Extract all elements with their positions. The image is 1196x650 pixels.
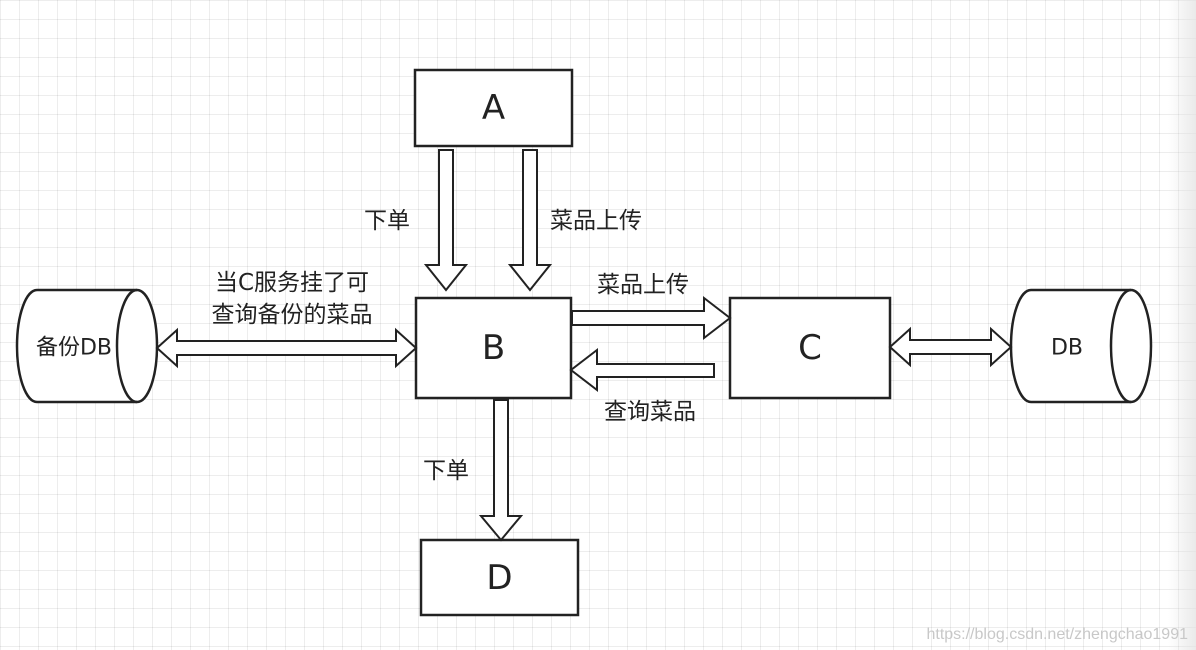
node-d-label: D (486, 558, 512, 598)
arrow-b-to-d-order (478, 399, 524, 542)
arrow-c-db-bidirectional (888, 326, 1013, 368)
backup-db-end-curve (115, 288, 138, 404)
db-label: DB (1051, 336, 1083, 361)
arrow-a-to-b-upload (507, 149, 553, 292)
edge-label-backup-line2: 查询备份的菜品 (212, 302, 373, 328)
arrow-a-to-b-order (423, 149, 469, 292)
edge-label-backup-line1: 当C服务挂了可 (215, 270, 369, 296)
backup-db-label: 备份DB (36, 336, 112, 361)
db-end-curve (1109, 288, 1132, 404)
arrow-backup-db-b-bidirectional (155, 327, 418, 369)
edge-label-a-to-b-order: 下单 (364, 208, 410, 234)
node-d[interactable]: D (419, 538, 580, 617)
node-a-label: A (482, 88, 505, 128)
node-b-box (414, 296, 573, 400)
edge-label-b-to-d-order: 下单 (423, 458, 469, 484)
node-c-label: C (798, 328, 822, 368)
arrow-b-to-c-upload (571, 295, 732, 341)
backup-db-cylinder[interactable]: 备份DB (15, 288, 159, 404)
db-cylinder[interactable]: DB (1009, 288, 1153, 404)
node-c-box (728, 296, 892, 400)
edge-label-c-to-b-query: 查询菜品 (604, 399, 696, 425)
edge-label-b-to-c-upload: 菜品上传 (597, 272, 689, 298)
canvas-edge-shade (1168, 0, 1196, 650)
edge-label-a-to-b-upload: 菜品上传 (550, 208, 642, 234)
node-b[interactable]: B (414, 296, 573, 400)
node-d-box (419, 538, 580, 617)
watermark-text: https://blog.csdn.net/zhengchao1991 (926, 626, 1188, 643)
node-c[interactable]: C (728, 296, 892, 400)
node-b-label: B (482, 328, 505, 368)
node-a[interactable]: A (413, 68, 574, 148)
node-a-box (413, 68, 574, 148)
arrow-c-to-b-query (569, 347, 715, 393)
